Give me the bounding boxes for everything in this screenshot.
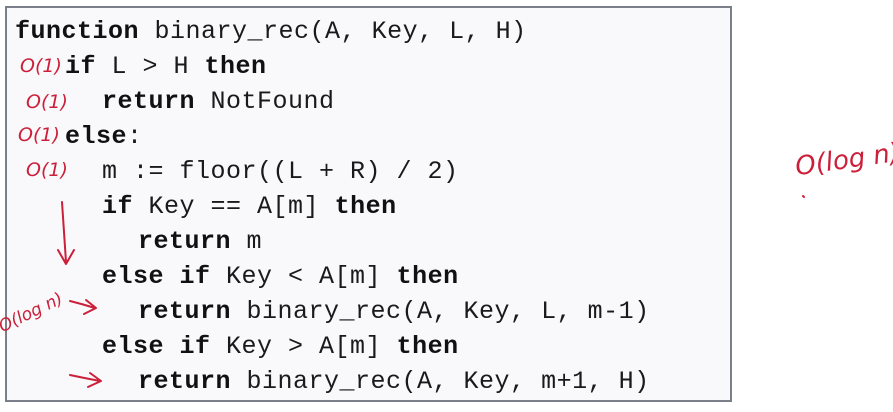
code-line-10: else if Key > A[m] then — [102, 332, 459, 362]
code-line-2: if L > H then — [65, 52, 267, 82]
code-text: Key > A[m] — [210, 332, 397, 361]
annotation-return-cost: O(1) — [26, 91, 68, 113]
code-text: binary_rec(A, Key, L, H) — [139, 17, 527, 46]
keyword-if: if — [102, 192, 134, 221]
keyword-else: else — [65, 122, 128, 151]
code-text: m := floor((L + R) / 2) — [102, 157, 459, 186]
code-text: binary_rec(A, Key, L, m-1) — [231, 297, 650, 326]
code-text: binary_rec(A, Key, m+1, H) — [231, 367, 650, 396]
code-line-6: if Key == A[m] then — [102, 192, 397, 222]
right-arrow-icon — [69, 372, 102, 388]
code-line-3: return NotFound — [102, 87, 335, 117]
keyword-then: then — [334, 192, 397, 221]
code-text: L > H — [96, 52, 205, 81]
annotation-floor-cost: O(1) — [26, 159, 68, 181]
code-line-11: return binary_rec(A, Key, m+1, H) — [138, 367, 650, 397]
code-text: m — [231, 227, 263, 256]
code-line-5: m := floor((L + R) / 2) — [102, 157, 459, 187]
keyword-else-if: else if — [102, 332, 211, 361]
code-text: : — [127, 122, 143, 151]
code-line-7: return m — [138, 227, 262, 257]
keyword-return: return — [138, 367, 232, 396]
code-line-8: else if Key < A[m] then — [102, 262, 459, 292]
keyword-return: return — [138, 227, 232, 256]
code-block: function binary_rec(A, Key, L, H) if L >… — [5, 6, 732, 402]
keyword-else-if: else if — [102, 262, 211, 291]
keyword-function: function — [15, 17, 140, 46]
annotation-else-cost: O(1) — [18, 124, 60, 146]
keyword-then: then — [204, 52, 267, 81]
right-arrow-icon — [69, 299, 97, 315]
code-text: Key < A[m] — [210, 262, 397, 291]
code-line-9: return binary_rec(A, Key, L, m-1) — [138, 297, 650, 327]
annotation-if-cost: O(1) — [20, 55, 62, 77]
dot-mark-icon — [802, 195, 805, 198]
keyword-return: return — [138, 297, 232, 326]
keyword-return: return — [102, 87, 196, 116]
code-text: Key == A[m] — [133, 192, 335, 221]
code-line-4: else: — [65, 122, 143, 152]
code-line-1: function binary_rec(A, Key, L, H) — [15, 17, 527, 47]
code-text: NotFound — [195, 87, 335, 116]
keyword-then: then — [396, 262, 459, 291]
down-arrow-icon — [57, 201, 75, 265]
keyword-then: then — [396, 332, 459, 361]
keyword-if: if — [65, 52, 97, 81]
